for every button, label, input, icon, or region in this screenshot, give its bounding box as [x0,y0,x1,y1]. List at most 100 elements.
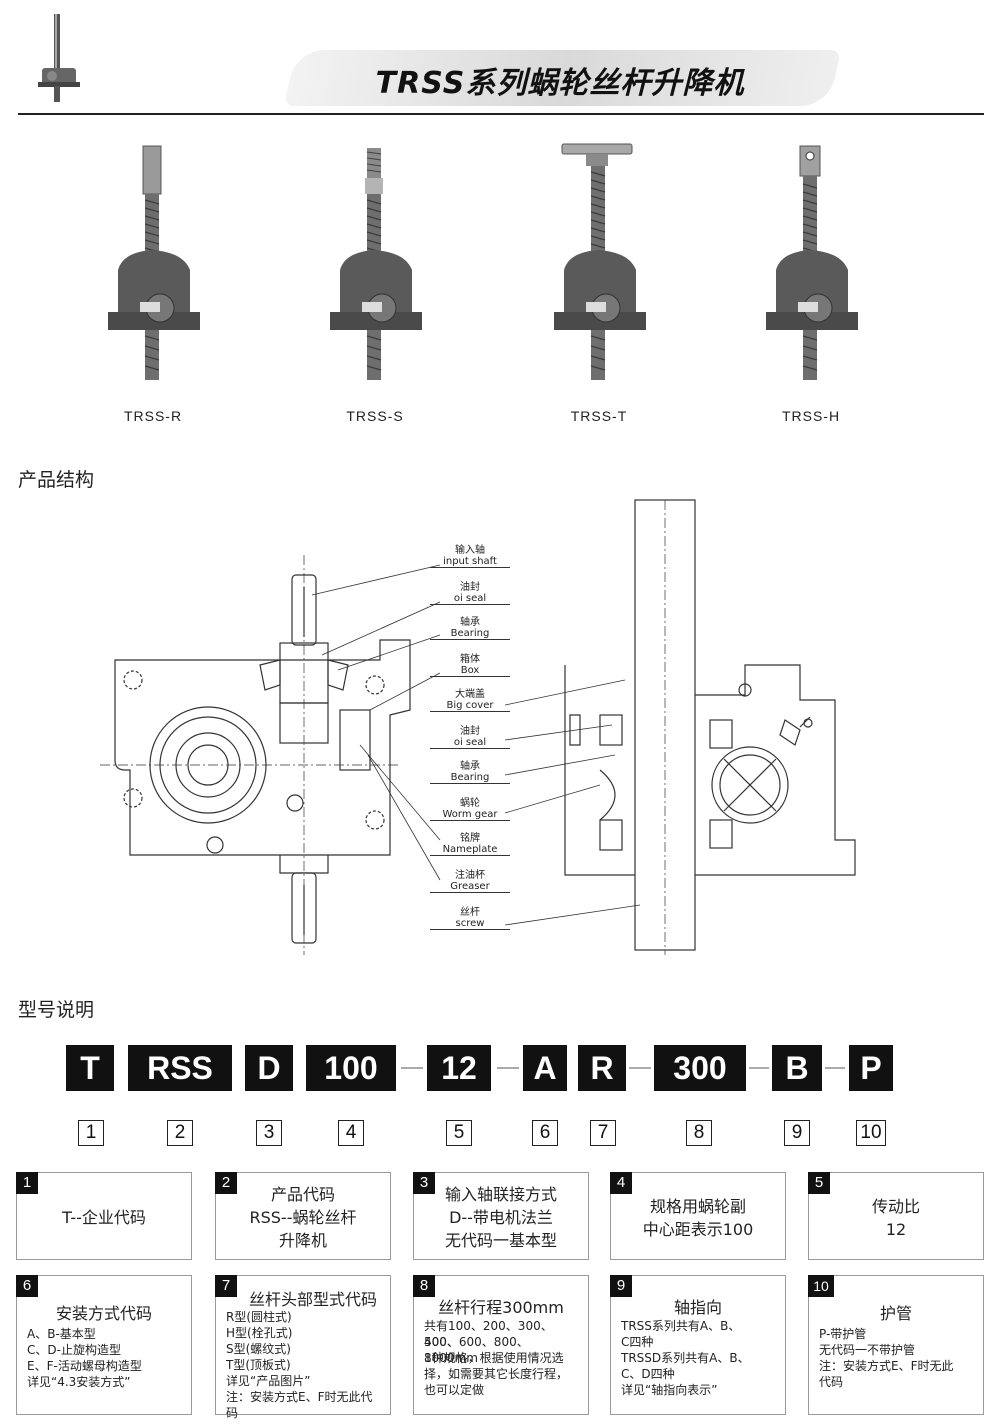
card-number: 10 [808,1275,834,1297]
card-line: D--带电机法兰 [449,1208,553,1227]
code-number: 10 [856,1120,886,1146]
card-line: 升降机 [278,1231,327,1250]
code-box: D [245,1045,293,1091]
card-line: 无代码一基本型 [444,1231,557,1250]
jack-h-image [766,145,858,380]
card-line: R型(圆柱式) [226,1310,292,1324]
card-number: 2 [215,1172,237,1194]
card-line: C四种 [621,1335,654,1349]
code-number: 6 [532,1120,558,1146]
card-line: TRSSD系列共有A、B、 [621,1351,750,1365]
code-box: 100 [306,1045,396,1091]
code-number: 5 [446,1120,472,1146]
code-separator [749,1067,769,1069]
card-line: 择，如需要其它长度行程， [424,1367,569,1381]
card-line: 中心距表示100 [642,1220,754,1239]
code-number: 3 [256,1120,282,1146]
code-box: R [578,1045,626,1091]
card-line: 无代码一不带护管 [819,1343,916,1357]
card-line: H型(栓孔式) [226,1326,293,1340]
code-separator [629,1067,651,1069]
product-trss-t: TRSS-T [524,140,674,440]
card-line: T型(顶板式) [226,1358,291,1372]
card-line: 注：安装方式E、F时无此 [819,1359,954,1373]
code-separator [497,1067,519,1069]
code-box: P [849,1045,893,1091]
card-line: E、F-活动螺母构造型 [27,1359,142,1373]
code-number: 4 [338,1120,364,1146]
card-line: 输入轴联接方式 [444,1185,557,1204]
card-heading: 护管 [879,1304,912,1323]
card-9: 9 轴指向 TRSS系列共有A、B、 C四种 TRSSD系列共有A、B、 C、D… [610,1275,786,1415]
card-line: P-带护管 [819,1327,867,1341]
card-heading: 安装方式代码 [55,1304,152,1323]
model-title: 型号说明 [18,999,95,1021]
card-number: 8 [413,1275,435,1297]
card-number: 9 [610,1275,632,1297]
card-number: 5 [808,1172,830,1194]
code-box: A [523,1045,567,1091]
card-line: 8种规格，根据使用情况选 [424,1351,564,1365]
code-box: T [66,1045,114,1091]
card-number: 1 [16,1172,38,1194]
card-6: 6 安装方式代码 A、B-基本型 C、D-止旋构造型 E、F-活动螺母构造型 详… [16,1275,192,1415]
code-separator [401,1067,423,1069]
jack-s-image [330,148,422,380]
code-number: 1 [78,1120,104,1146]
card-4: 4 规格用蜗轮副 中心距表示100 [610,1172,786,1260]
card-line: A、B-基本型 [27,1327,96,1341]
card-line: TRSS系列共有A、B、 [621,1319,741,1333]
jack-thumbnail-icon [38,14,80,102]
code-number: 2 [167,1120,193,1146]
page-title: TRSS系列蜗轮丝杆升降机 [375,66,745,101]
jack-r-image [108,145,200,380]
card-5: 5 传动比 12 [808,1172,984,1260]
code-number: 7 [590,1120,616,1146]
card-1: 1 T--企业代码 [16,1172,192,1260]
product-label: TRSS-R [123,408,183,424]
product-trss-h: TRSS-H [736,140,886,440]
card-line: 详见“4.3安装方式” [27,1375,131,1389]
card-number: 7 [215,1275,237,1297]
card-line: S型(螺纹式) [226,1342,291,1356]
structure-title: 产品结构 [18,469,95,491]
card-2: 2 产品代码 RSS--蜗轮丝杆 升降机 [215,1172,391,1260]
card-heading: 轴指向 [673,1298,722,1317]
structure-drawing [100,499,856,955]
code-separator [825,1067,845,1069]
code-box: 300 [654,1045,746,1091]
card-number: 6 [16,1275,38,1297]
card-8: 8 丝杆行程300mm 共有100、200、300、400、 500、600、8… [413,1275,589,1415]
card-line: 传动比 [871,1197,920,1216]
card-7: 7 丝杆头部型式代码 R型(圆柱式) H型(栓孔式) S型(螺纹式) T型(顶板… [215,1275,391,1420]
code-number: 8 [686,1120,712,1146]
card-line: 500、600、800、1000mm [424,1335,529,1365]
product-label: TRSS-H [781,408,841,424]
product-trss-s: TRSS-S [300,140,450,440]
jack-t-image [554,143,646,380]
code-box: B [772,1045,822,1091]
card-line: C、D四种 [621,1367,675,1381]
card-line: 注：安装方式E、F时无此代码 [226,1390,373,1420]
card-line: 详见“轴指向表示” [621,1383,718,1397]
card-line: T--企业代码 [62,1208,146,1227]
card-line: 也可以定做 [424,1383,485,1397]
product-label: TRSS-S [346,408,404,424]
header-divider [18,113,984,115]
card-10: 10 护管 P-带护管 无代码一不带护管 注：安装方式E、F时无此 代码 [808,1275,984,1415]
card-line: 代码 [819,1375,844,1389]
card-heading: 丝杆行程300mm [438,1298,564,1317]
card-number: 4 [610,1172,632,1194]
card-line: 产品代码 [270,1185,335,1204]
card-heading: 丝杆头部型式代码 [248,1290,377,1309]
